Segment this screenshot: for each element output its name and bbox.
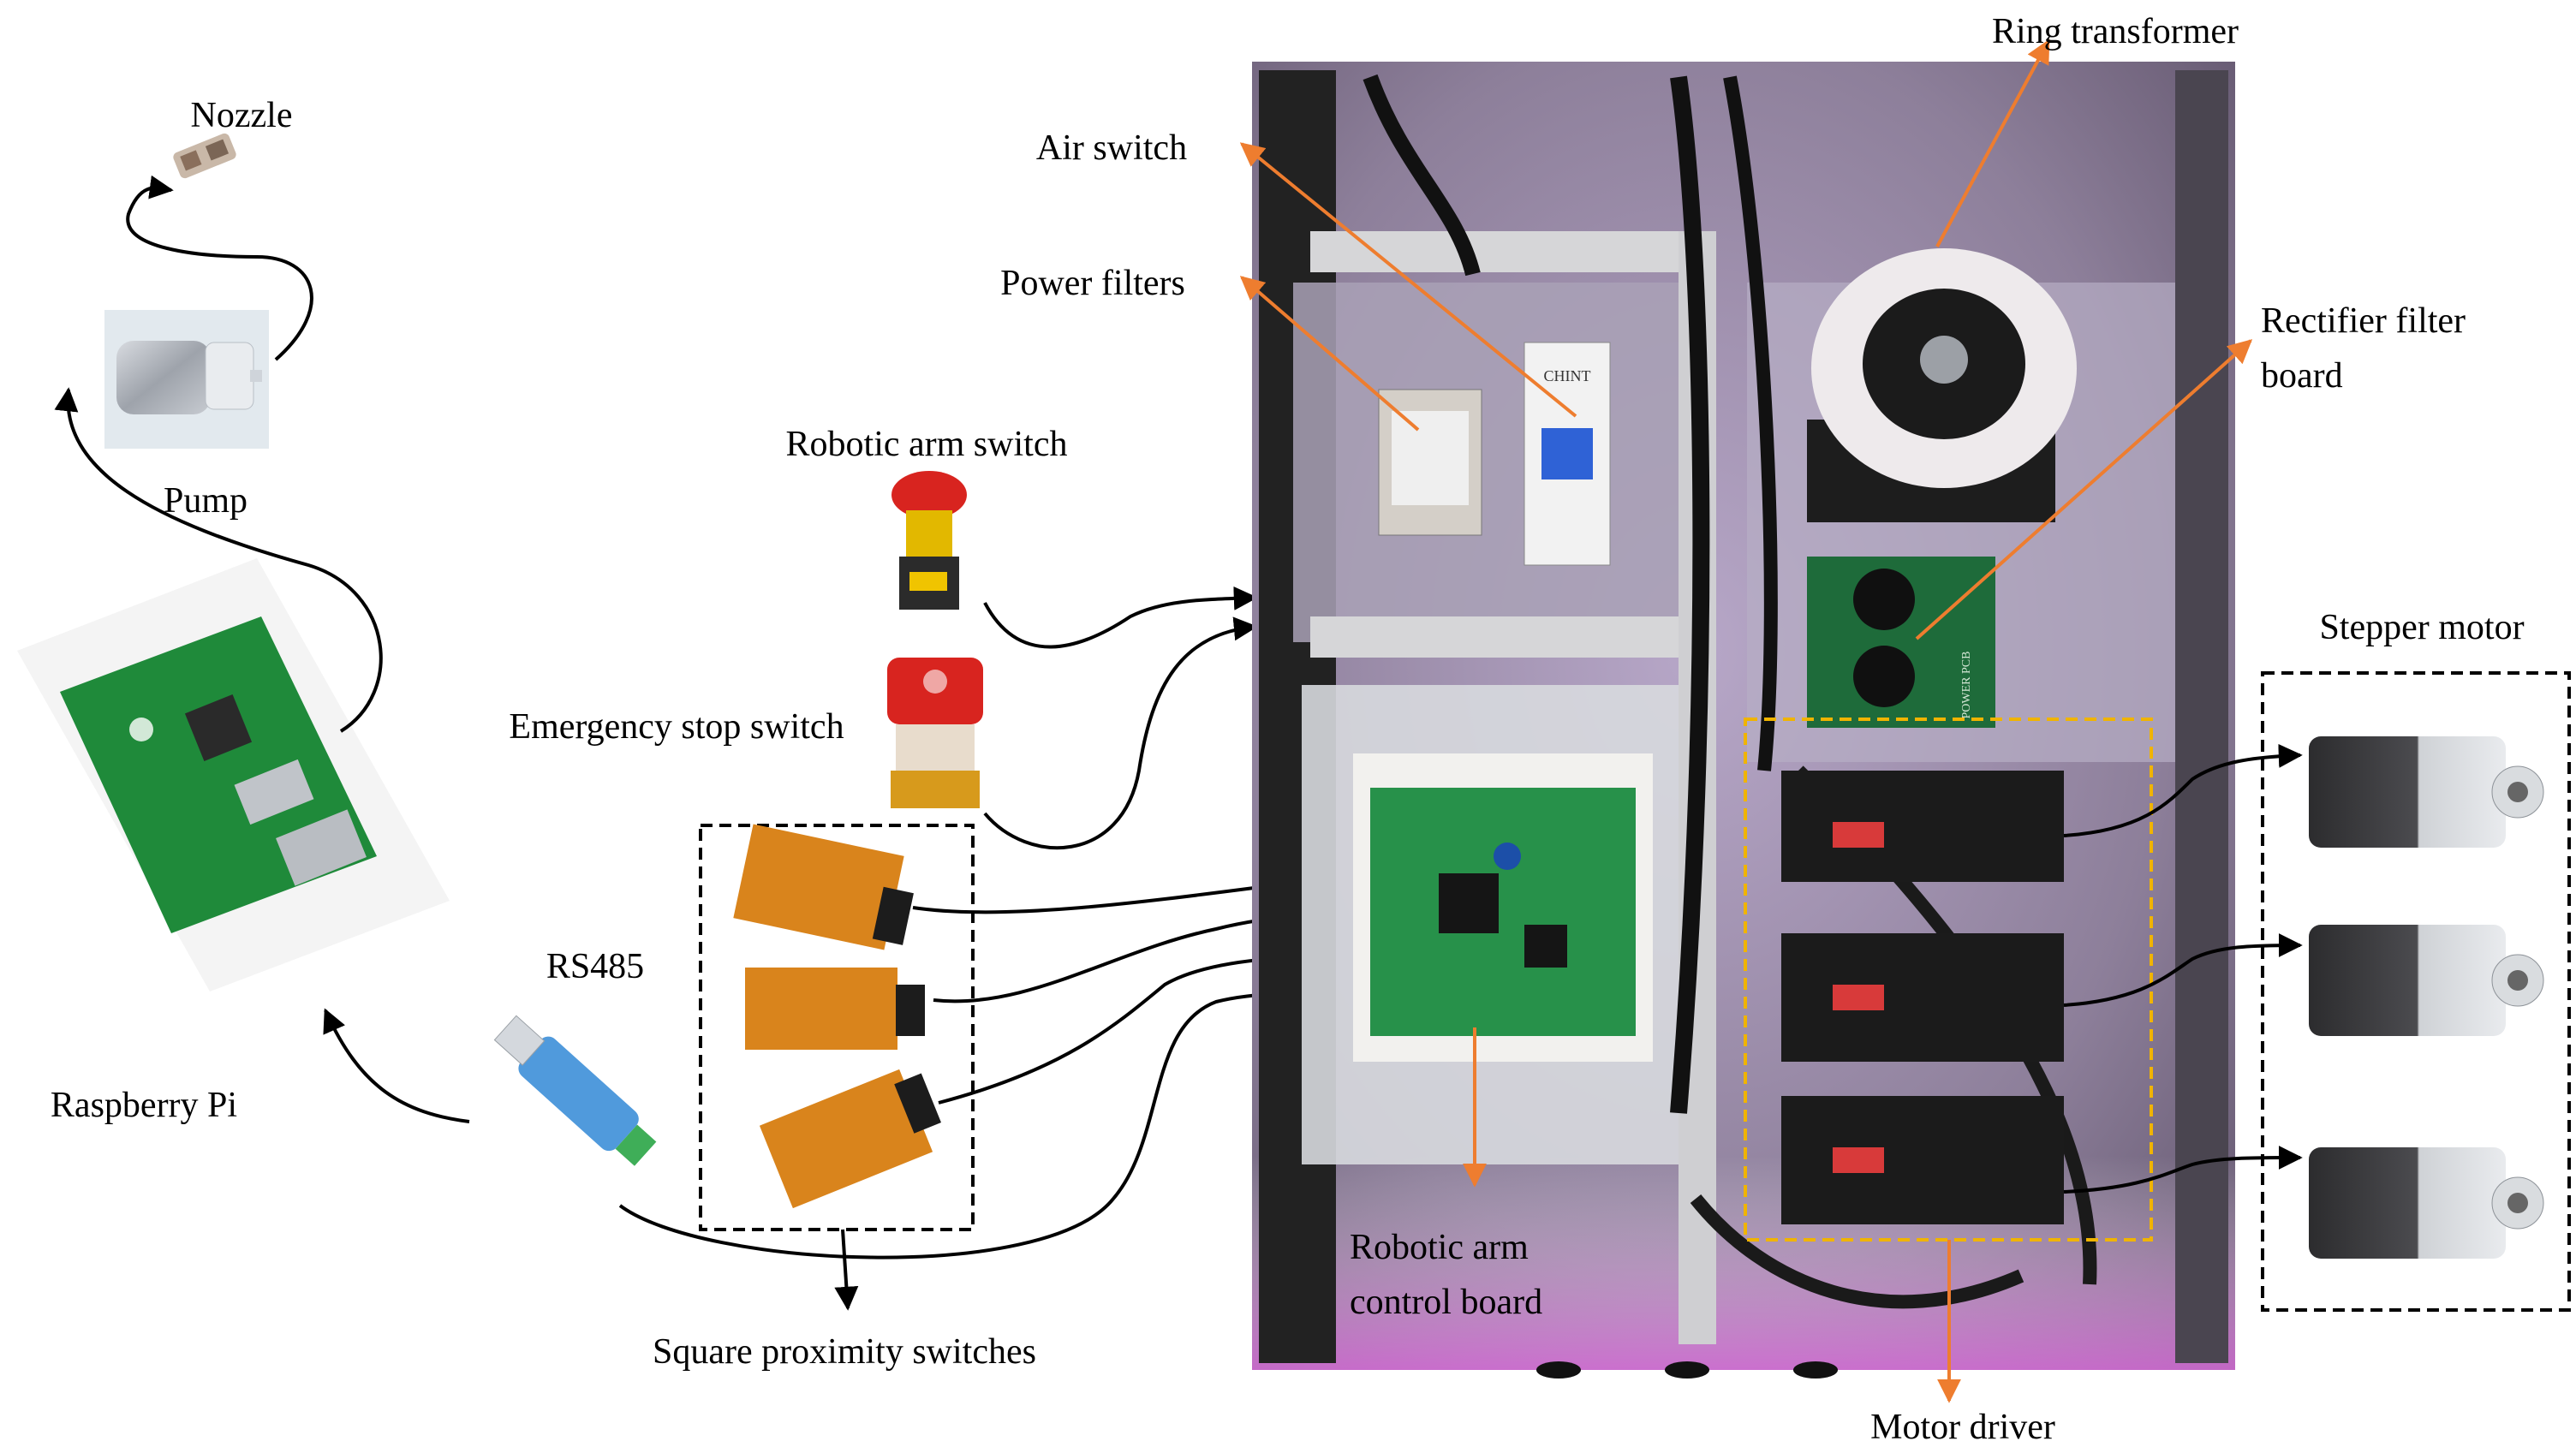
arrow-group-to-label [834, 1229, 859, 1311]
leader-arrows [1239, 39, 2253, 1403]
leader-air-switch [1239, 142, 1577, 418]
right-connection-arrows [2063, 743, 2303, 1194]
emergency-stop-switch-image [887, 658, 983, 808]
control-cabinet-photo: CHINT POWER PCB [1252, 62, 2235, 1379]
breaker-brand-text: CHINT [1544, 367, 1591, 384]
proximity-switch-1 [733, 824, 914, 950]
robotic-arm-switch-label: Robotic arm switch [786, 425, 1068, 464]
arrow-pi-to-pump [54, 387, 383, 733]
leader-ring-transformer [1935, 39, 2050, 247]
rs485-label: RS485 [546, 947, 644, 986]
proximity-switch-3 [759, 1069, 941, 1209]
robotic-arm-control-board-label-line1: Robotic arm [1350, 1228, 1529, 1267]
robotic-arm-switch-image [891, 471, 967, 610]
ring-transformer-label: Ring transformer [1992, 12, 2239, 51]
motor-driver-label: Motor driver [1870, 1408, 2055, 1447]
pump-image [104, 310, 269, 449]
arrow-driver1-to-motor1 [2063, 743, 2303, 837]
leader-power-filters [1239, 276, 1420, 432]
nozzle-label: Nozzle [191, 96, 293, 135]
air-switch-label: Air switch [1036, 128, 1187, 168]
pump-label: Pump [164, 481, 247, 521]
arrow-estop-to-cabinet [983, 616, 1258, 850]
raspberry-pi-label: Raspberry Pi [51, 1086, 237, 1125]
stepper-motor-3 [2309, 1147, 2544, 1259]
proximity-switches-box [699, 824, 975, 1231]
robotic-arm-control-board-label-line2: control board [1350, 1283, 1542, 1322]
power-filters-label: Power filters [1000, 264, 1185, 303]
stepper-motor-label: Stepper motor [2319, 608, 2524, 647]
proximity-switch-2 [745, 968, 925, 1050]
motor-driver-box [1744, 718, 2153, 1242]
emergency-stop-switch-label: Emergency stop switch [509, 707, 844, 747]
rs485-image [493, 1015, 657, 1166]
rectifier-filter-board-label-line1: Rectifier filter [2261, 301, 2466, 341]
arrow-pump-to-nozzle [126, 175, 313, 361]
rectifier-filter-board-label-line2: board [2261, 356, 2343, 396]
nozzle-image [173, 133, 236, 179]
arrow-driver2-to-motor2 [2063, 933, 2303, 1007]
leader-rectifier [1915, 339, 2253, 640]
left-connection-arrows [54, 175, 470, 1123]
power-pcb-text: POWER PCB [1960, 652, 1973, 719]
arrow-arm-switch-to-cabinet [983, 586, 1258, 649]
arrow-rs485-to-pi [323, 1008, 470, 1123]
square-proximity-switches-label: Square proximity switches [653, 1332, 1036, 1372]
stepper-motor-box [2261, 671, 2571, 1312]
stepper-motor-1 [2309, 736, 2544, 848]
raspberry-pi-image [17, 558, 450, 991]
stepper-motor-2 [2309, 925, 2544, 1036]
arrow-driver3-to-motor3 [2063, 1146, 2303, 1194]
